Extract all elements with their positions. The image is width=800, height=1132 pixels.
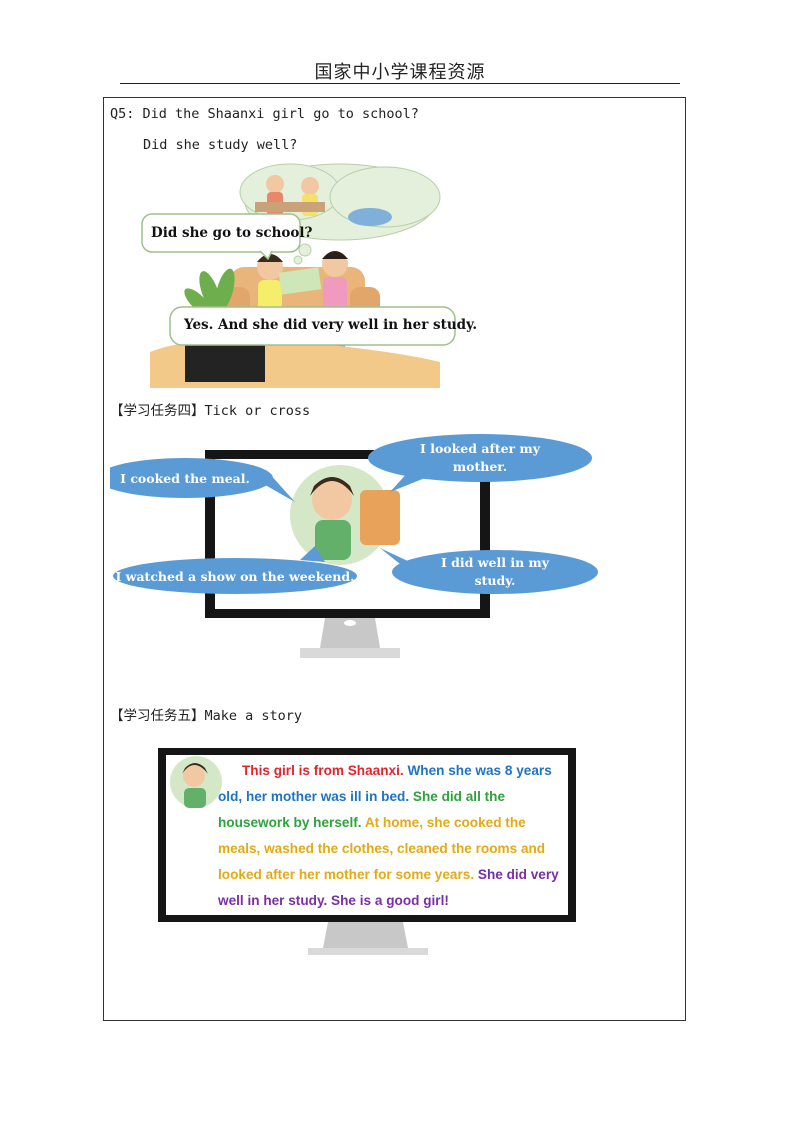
girl-avatar [290, 465, 400, 565]
story-segment: She did very well in her study. She is a… [218, 867, 559, 908]
bubble-text-looked-1: I looked after my [420, 441, 541, 456]
task5-monitor [158, 748, 576, 955]
bubble-question [141, 213, 301, 260]
task4-instruction: Tick or cross [204, 403, 311, 419]
bubble-text-cooked: I cooked the meal. [120, 471, 250, 486]
q5-question-line2: Did she study well? [143, 137, 298, 153]
task4-name: 学习任务四 [123, 403, 192, 419]
story-segment: At home, she cooked the meals, washed th… [218, 815, 546, 882]
task5-heading: 【学习任务五】Make a story [110, 704, 302, 724]
bubble-text-didwell-2: study. [475, 573, 516, 588]
content-frame [103, 97, 686, 1021]
bracket-open: 【 [110, 708, 124, 724]
small-girl-avatar [170, 756, 222, 808]
bubble-answer [169, 306, 456, 346]
bubble-question-text: Did she go to school? [151, 225, 313, 241]
basin-icon [348, 208, 392, 226]
story-paragraph: This girl is from Shaanxi. When she was … [218, 758, 568, 914]
tv-stand-icon [185, 340, 265, 382]
bubble-text-watched: I watched a show on the weekend. [115, 569, 354, 584]
bracket-close: 】 [191, 708, 205, 724]
story-segment: When she was 8 years old, her mother was… [218, 763, 552, 804]
bubble-text-looked-2: mother. [453, 459, 507, 474]
bubble-did-well [392, 550, 598, 594]
task4-heading: 【学习任务四】Tick or cross [110, 399, 310, 419]
page-header-title: 国家中小学课程资源 [314, 62, 486, 83]
bubble-looked-after [368, 434, 592, 482]
task4-monitor: I cooked the meal. I looked after my mot… [110, 434, 598, 658]
q5-illustration [150, 163, 441, 388]
bracket-open: 【 [110, 403, 124, 419]
bubble-cooked-meal [110, 458, 273, 498]
header-rule [120, 83, 680, 84]
task5-instruction: Make a story [204, 708, 303, 724]
bubble-answer-text: Yes. And she did very well in her study. [184, 317, 478, 333]
story-segment: She did all the housework by herself. [218, 789, 506, 830]
bracket-close: 】 [191, 403, 205, 419]
bubble-text-didwell-1: I did well in my [441, 555, 550, 570]
bubble-watched-show [113, 558, 357, 594]
story-segment: This girl is from Shaanxi. [242, 763, 408, 778]
cloud-kids-figures [255, 175, 325, 216]
task5-name: 学习任务五 [123, 708, 192, 724]
q5-question-line1: Q5: Did the Shaanxi girl go to school? [110, 106, 419, 122]
